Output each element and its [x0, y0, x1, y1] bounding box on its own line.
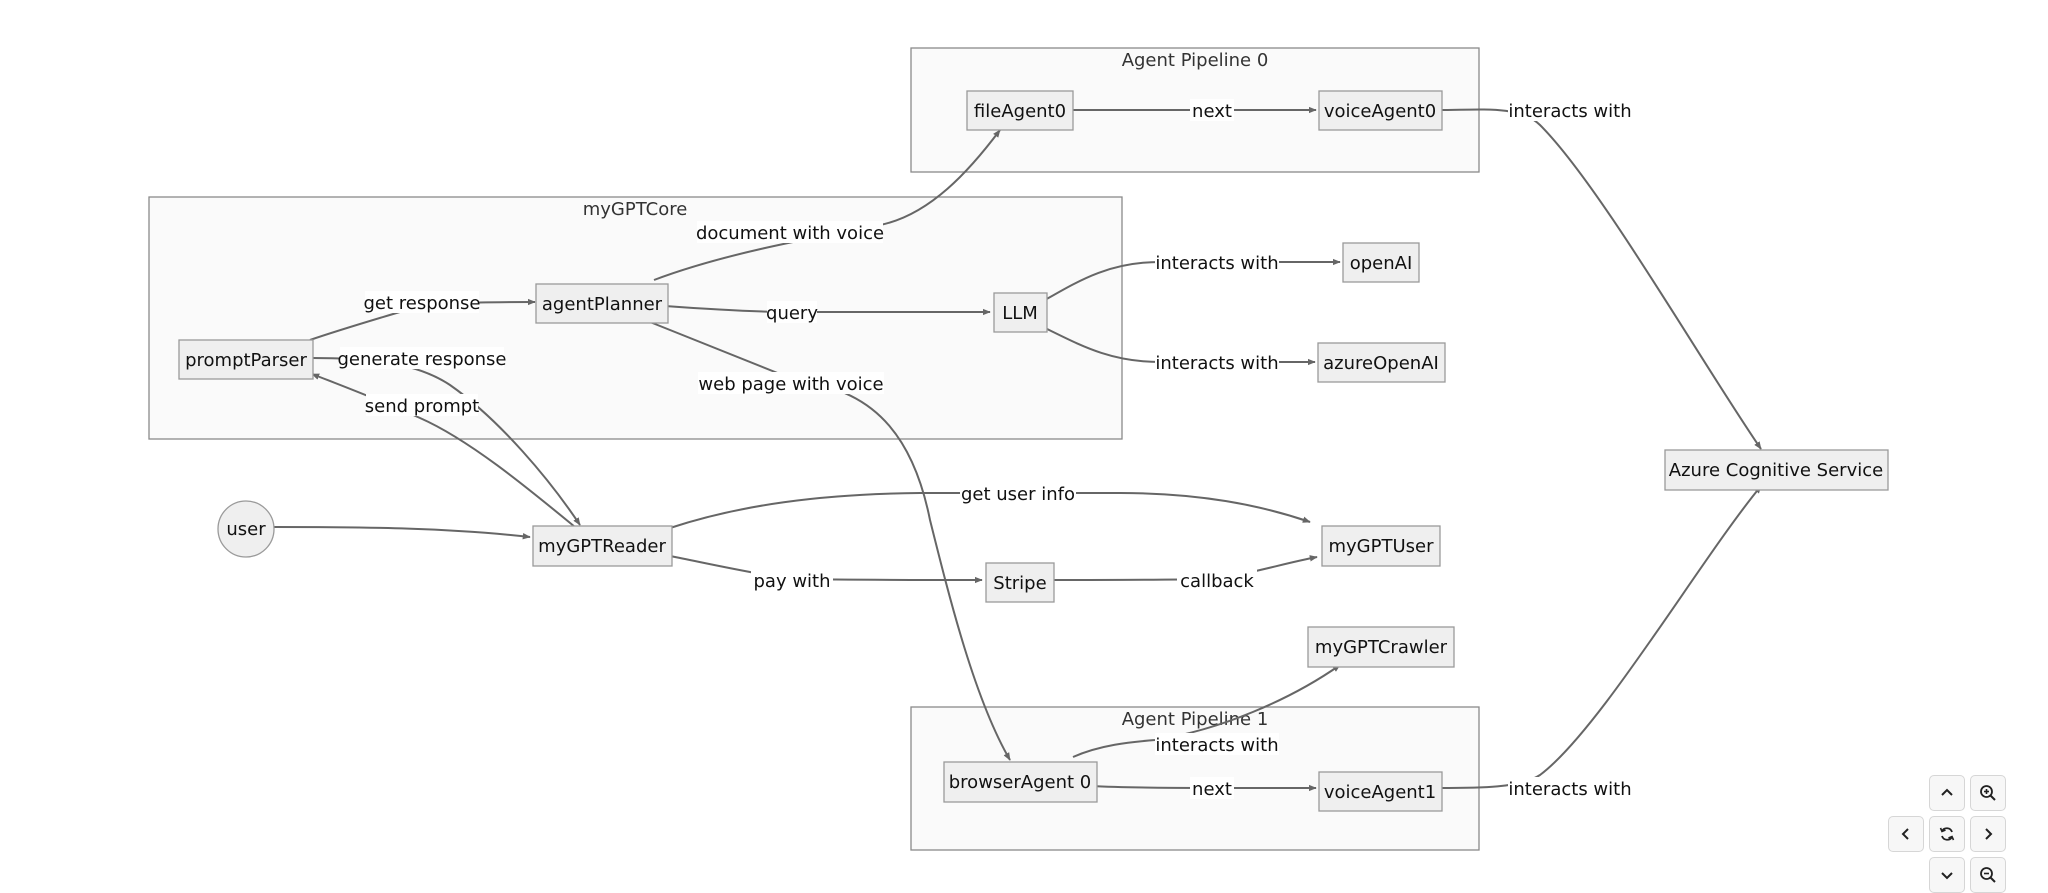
edge-label-send-prompt: send prompt — [365, 394, 479, 417]
node-label: voiceAgent1 — [1324, 782, 1436, 803]
diagram-controls — [1888, 775, 2030, 893]
node-label: browserAgent 0 — [949, 772, 1091, 793]
edge-label-query: query — [766, 301, 818, 324]
cluster-label: Agent Pipeline 0 — [1122, 50, 1269, 71]
edge-label-text: get user info — [961, 484, 1075, 505]
node-voiceagent0[interactable]: voiceAgent0 — [1318, 90, 1443, 131]
node-label: voiceAgent0 — [1324, 101, 1436, 122]
node-azure-cognitive-service[interactable]: Azure Cognitive Service — [1664, 449, 1889, 491]
pan-up-button[interactable] — [1929, 775, 1965, 811]
edge-label-text: next — [1192, 101, 1232, 122]
node-label: LLM — [1002, 303, 1038, 324]
edge-label-web-page-with-voice: web page with voice — [698, 372, 884, 395]
zoom-out-icon — [1980, 867, 1996, 883]
edge-label-document-with-voice: document with voice — [696, 221, 884, 244]
edge-label-text: generate response — [337, 349, 506, 370]
edge-label-next0: next — [1190, 99, 1234, 122]
node-label: myGPTUser — [1328, 536, 1434, 557]
edge-web-page-with-voice — [649, 321, 1011, 761]
edge-label-text: pay with — [753, 571, 830, 592]
edge-label-interacts-voice0: interacts with — [1508, 99, 1632, 122]
edge-label-text: interacts with — [1155, 353, 1278, 374]
reset-view-button[interactable] — [1929, 816, 1965, 852]
pan-right-button[interactable] — [1970, 816, 2006, 852]
cluster-label: Agent Pipeline 1 — [1122, 709, 1269, 730]
edge-label-text: document with voice — [696, 223, 884, 244]
node-fileagent0[interactable]: fileAgent0 — [966, 90, 1074, 131]
edge-voiceagent0-azure — [1438, 108, 1762, 450]
edge-label-text: send prompt — [365, 396, 479, 417]
node-browseragent0[interactable]: browserAgent 0 — [943, 761, 1098, 803]
node-mygptreader[interactable]: myGPTReader — [532, 525, 673, 567]
chevron-up-icon — [1941, 788, 1953, 796]
edge-label-generate-response: generate response — [337, 347, 507, 370]
edge-label-next1: next — [1190, 777, 1234, 800]
edge-label-text: interacts with — [1508, 101, 1631, 122]
node-label: azureOpenAI — [1323, 353, 1439, 374]
zoom-out-button[interactable] — [1970, 857, 2006, 893]
edge-label-text: interacts with — [1508, 779, 1631, 800]
node-stripe[interactable]: Stripe — [985, 562, 1055, 603]
node-label: fileAgent0 — [974, 101, 1066, 122]
edge-label-interacts-crawler: interacts with — [1155, 733, 1279, 756]
pan-left-button[interactable] — [1888, 816, 1924, 852]
node-azureopenai[interactable]: azureOpenAI — [1317, 342, 1446, 383]
edge-label-get-user-info: get user info — [960, 482, 1076, 505]
node-label: myGPTReader — [538, 536, 666, 557]
node-user[interactable]: user — [217, 500, 275, 558]
node-agentplanner[interactable]: agentPlanner — [535, 283, 669, 324]
cluster-mygptcore: myGPTCore — [148, 196, 1123, 440]
edge-label-interacts-voice1: interacts with — [1508, 777, 1632, 800]
edge-label-interacts-openai: interacts with — [1155, 251, 1279, 274]
node-label: myGPTCrawler — [1315, 637, 1448, 658]
node-label: promptParser — [185, 350, 307, 371]
edge-label-text: web page with voice — [698, 374, 883, 395]
edge-label-text: interacts with — [1155, 735, 1278, 756]
edge-label-text: interacts with — [1155, 253, 1278, 274]
node-label: user — [226, 519, 266, 540]
node-label: openAI — [1350, 253, 1413, 274]
node-openai[interactable]: openAI — [1342, 242, 1420, 283]
node-label: agentPlanner — [542, 294, 663, 315]
edge-user-mygptreader — [273, 526, 531, 540]
edge-label-callback: callback — [1177, 569, 1257, 592]
edge-label-text: get response — [363, 293, 480, 314]
node-label: Azure Cognitive Service — [1669, 460, 1883, 481]
edge-label-get-response: get response — [363, 291, 481, 314]
zoom-in-icon — [1980, 785, 1996, 801]
node-llm[interactable]: LLM — [993, 292, 1048, 333]
node-mygptuser[interactable]: myGPTUser — [1321, 525, 1441, 567]
edge-send-prompt — [311, 373, 576, 528]
cluster-label: myGPTCore — [583, 199, 688, 220]
edge-label-interacts-azureopenai: interacts with — [1155, 351, 1279, 374]
node-promptparser[interactable]: promptParser — [178, 339, 314, 380]
chevron-down-icon — [1941, 872, 1953, 880]
edge-label-text: next — [1192, 779, 1232, 800]
node-label: Stripe — [993, 573, 1046, 594]
edge-label-text: callback — [1180, 571, 1254, 592]
pan-down-button[interactable] — [1929, 857, 1965, 893]
zoom-in-button[interactable] — [1970, 775, 2006, 811]
node-mygptcrawler[interactable]: myGPTCrawler — [1307, 626, 1455, 668]
node-voiceagent1[interactable]: voiceAgent1 — [1318, 771, 1443, 812]
chevron-right-icon — [1985, 828, 1993, 840]
edge-voiceagent1-azure — [1438, 485, 1762, 789]
edge-label-text: query — [766, 303, 818, 324]
refresh-icon — [1939, 827, 1955, 841]
edge-label-pay-with: pay with — [751, 569, 833, 592]
chevron-left-icon — [1901, 828, 1909, 840]
